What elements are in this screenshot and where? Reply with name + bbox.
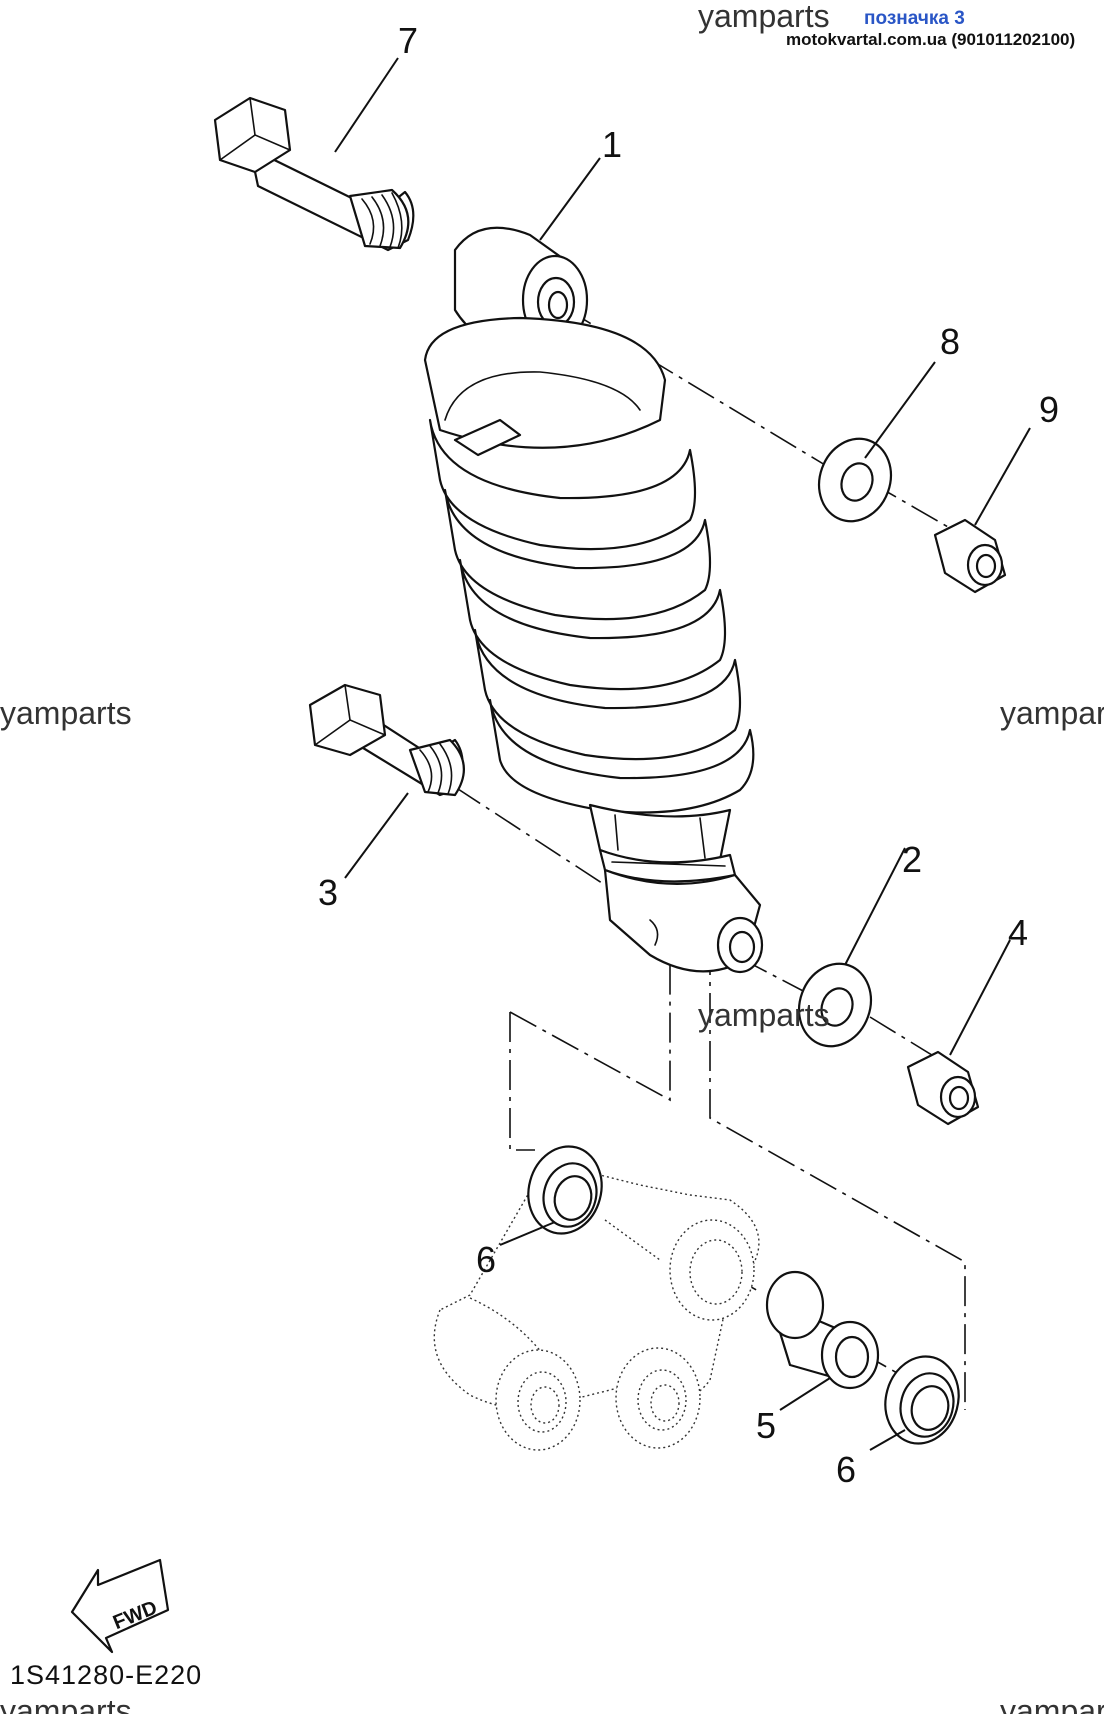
- callout-8: 8: [940, 321, 960, 362]
- watermark-right: yamparts: [1000, 695, 1104, 731]
- watermark-bottom-right: yamparts: [1000, 1693, 1104, 1714]
- relay-arm-reference: [433, 1164, 760, 1451]
- callout-6-lower: 6: [836, 1449, 856, 1490]
- oil-seal-lower: [884, 1355, 960, 1445]
- oil-seal-upper: [527, 1145, 603, 1235]
- lower-washer: [798, 962, 872, 1048]
- figure-code: 1S41280-E220: [10, 1660, 202, 1690]
- watermark-left: yamparts: [0, 695, 132, 731]
- callout-3: 3: [318, 872, 338, 913]
- upper-mounting-bolt: [213, 96, 415, 252]
- callout-7: 7: [398, 20, 418, 61]
- watermark-bottom-left: yamparts: [0, 1693, 132, 1714]
- watermark-top: yamparts: [698, 0, 830, 34]
- lower-mounting-bolt: [308, 683, 465, 797]
- forward-arrow: FWD: [70, 1558, 170, 1654]
- lower-nut: [906, 1050, 980, 1126]
- callout-4: 4: [1008, 912, 1028, 953]
- watermark-center: yamparts: [698, 997, 830, 1033]
- callout-2: 2: [902, 839, 922, 880]
- rear-shock-absorber: [423, 226, 764, 974]
- callout-6-upper: 6: [476, 1239, 496, 1280]
- callout-9: 9: [1039, 389, 1059, 430]
- part-tag-label: позначка 3: [864, 8, 965, 29]
- callout-numbers: 7 1 8 9 3 2 4 6 5 6: [318, 20, 1059, 1490]
- upper-washer: [818, 437, 892, 523]
- callout-1: 1: [602, 124, 622, 165]
- collar: [765, 1270, 880, 1390]
- leader-lines: [334, 57, 1031, 1451]
- source-label: motokvartal.com.ua (901011202100): [786, 30, 1075, 49]
- callout-5: 5: [756, 1405, 776, 1446]
- upper-nut: [933, 518, 1007, 594]
